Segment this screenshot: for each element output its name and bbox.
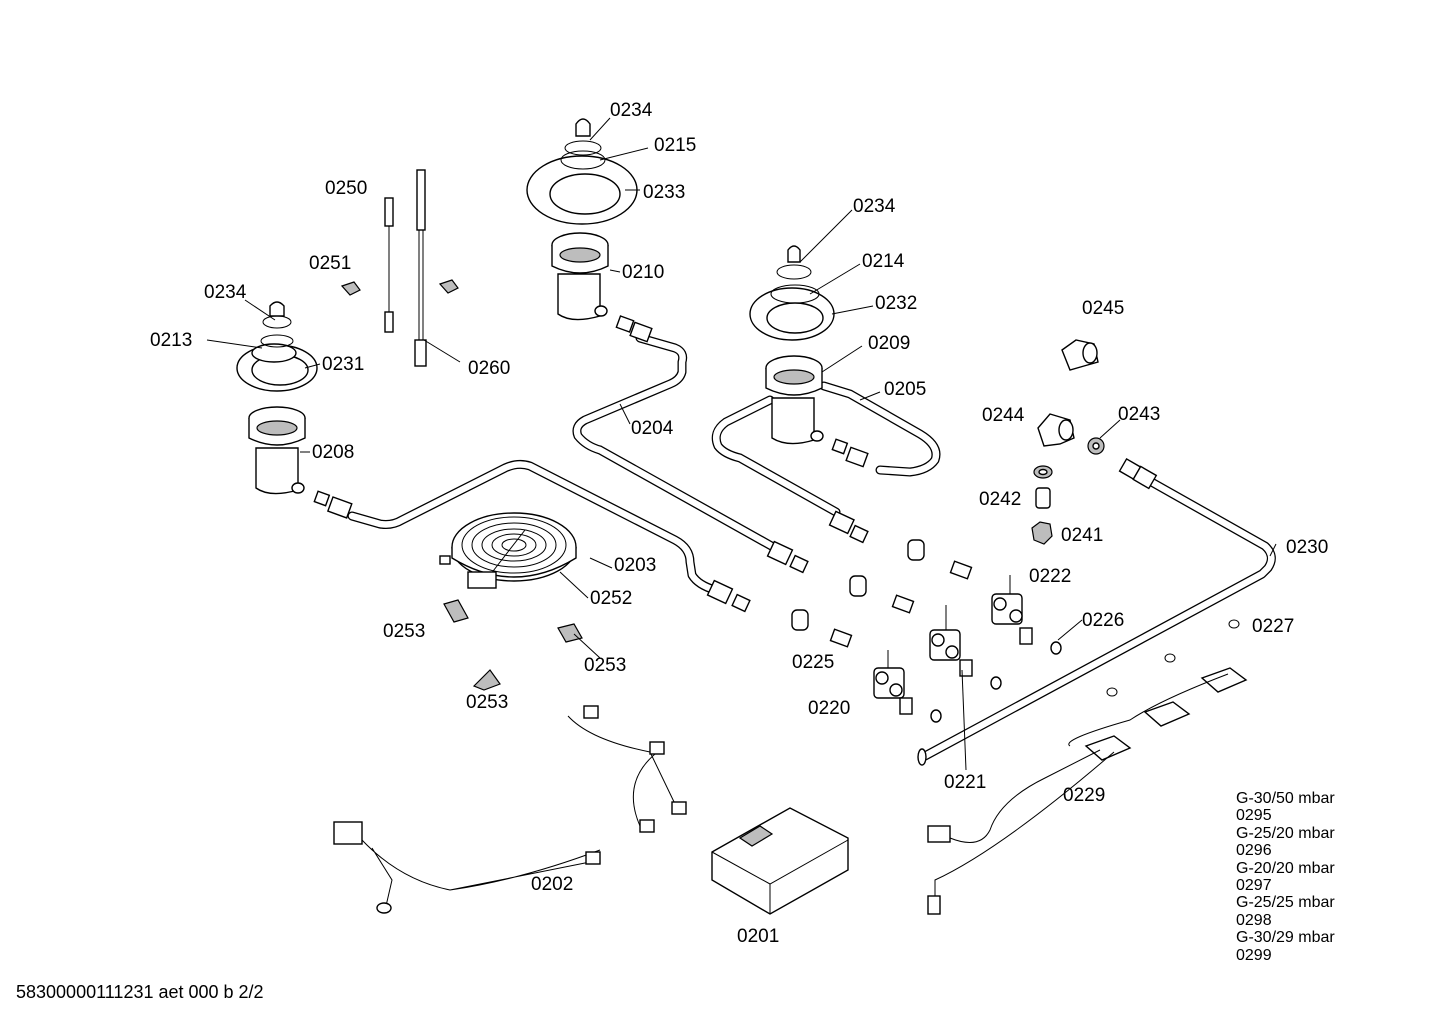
label-0243: 0243: [1118, 404, 1160, 425]
electrode-0250: [384, 197, 394, 333]
burner-body-0208: [248, 406, 306, 495]
clip-0251: [340, 279, 459, 296]
gas-variant-row: G-20/20 mbar 0297: [1236, 860, 1335, 895]
label-0213: 0213: [150, 330, 192, 351]
label-0234-left-burner: 0234: [204, 282, 247, 303]
gas-part-number: 0295: [1236, 807, 1272, 825]
label-0225: 0225: [792, 652, 834, 673]
seals-0226: [930, 641, 1062, 723]
gas-type: G-30/50 mbar: [1236, 790, 1335, 807]
document-id: 58300000111231 aet 000 b 2/2: [16, 982, 264, 1002]
label-0253-bottom: 0253: [466, 692, 508, 713]
control-box-0201: [711, 807, 849, 915]
label-0234-right-burner: 0234: [853, 196, 896, 217]
label-0204: 0204: [631, 418, 674, 439]
gas-type: G-25/25 mbar: [1236, 894, 1335, 912]
label-0229: 0229: [1063, 785, 1105, 806]
gas-part-number: 0298: [1236, 911, 1272, 929]
label-0227: 0227: [1252, 616, 1294, 637]
label-0230: 0230: [1286, 537, 1328, 558]
label-0203: 0203: [614, 555, 656, 576]
valve-0222: [991, 575, 1033, 645]
label-0252: 0252: [590, 588, 632, 609]
gas-pipe-0230: [920, 475, 1276, 761]
bracket-0253: [443, 599, 583, 691]
elbow-0245: [1061, 339, 1099, 371]
label-0215: 0215: [654, 135, 696, 156]
label-0241: 0241: [1061, 525, 1103, 546]
burner-body-0209: [765, 355, 824, 445]
ignition-switches-0229: [927, 667, 1248, 915]
gas-variant-list: G-30/50 mbar 0295 G-25/20 mbar 0296 G-20…: [1236, 790, 1335, 964]
label-0260: 0260: [468, 358, 510, 379]
label-0253-right: 0253: [584, 655, 626, 676]
label-0250: 0250: [325, 178, 367, 199]
label-0251: 0251: [309, 253, 351, 274]
wiring-harness-0202: [333, 705, 687, 914]
gas-part-number: 0296: [1236, 842, 1272, 860]
label-0232: 0232: [875, 293, 917, 314]
label-0233: 0233: [643, 182, 685, 203]
gas-type: G-30/29 mbar: [1236, 929, 1335, 947]
label-0210: 0210: [622, 262, 664, 283]
label-0242: 0242: [979, 489, 1021, 510]
clips-0227: [1106, 619, 1240, 697]
burner-body-0210: [551, 232, 609, 321]
label-0231: 0231: [322, 354, 364, 375]
hotplate-0252: [439, 512, 577, 589]
washer-0242: [1033, 465, 1053, 509]
gas-pipe-0203: [347, 459, 720, 595]
label-0244: 0244: [982, 405, 1025, 426]
part-labels: 0234 0215 0233 0250 0210 0234 0214 0232 …: [150, 100, 1328, 947]
label-0234-top-burner: 0234: [610, 100, 653, 121]
gas-variant-row: G-30/50 mbar 0295: [1236, 790, 1335, 825]
label-0253-left: 0253: [383, 621, 425, 642]
thermocouple-0260: [414, 169, 427, 367]
burner-cap-0233: [526, 118, 638, 225]
gas-part-number: 0297: [1236, 877, 1272, 895]
label-0205: 0205: [884, 379, 926, 400]
gas-type: G-25/20 mbar: [1236, 824, 1335, 842]
gas-type: G-20/20 mbar: [1236, 859, 1335, 877]
valve-0220: [873, 650, 913, 715]
label-0202: 0202: [531, 874, 573, 895]
gas-pipe-0205: [711, 381, 941, 517]
label-0208: 0208: [312, 442, 354, 463]
label-0214: 0214: [862, 251, 905, 272]
pipe-fittings: [313, 315, 1158, 766]
label-0209: 0209: [868, 333, 910, 354]
burner-cap-0231: [236, 301, 318, 392]
gas-variant-row: G-25/20 mbar 0296: [1236, 825, 1335, 860]
label-0221: 0221: [944, 772, 986, 793]
gas-variant-row: G-30/29 mbar 0299: [1236, 929, 1335, 964]
washer-0243: [1087, 437, 1105, 455]
label-0222: 0222: [1029, 566, 1071, 587]
gas-pipe-0204: [572, 333, 780, 553]
gas-variant-row: G-25/25 mbar 0298: [1236, 894, 1335, 929]
label-0201: 0201: [737, 926, 779, 947]
leader-lines: [206, 117, 1277, 771]
injectors-0225: [791, 539, 973, 648]
valve-0221: [929, 605, 973, 677]
nut-0241: [1031, 521, 1053, 545]
label-0226: 0226: [1082, 610, 1124, 631]
burner-cap-0232: [749, 245, 835, 341]
label-0220: 0220: [808, 698, 850, 719]
gas-part-number: 0299: [1236, 946, 1272, 964]
label-0245: 0245: [1082, 298, 1124, 319]
elbow-0244: [1037, 413, 1075, 447]
